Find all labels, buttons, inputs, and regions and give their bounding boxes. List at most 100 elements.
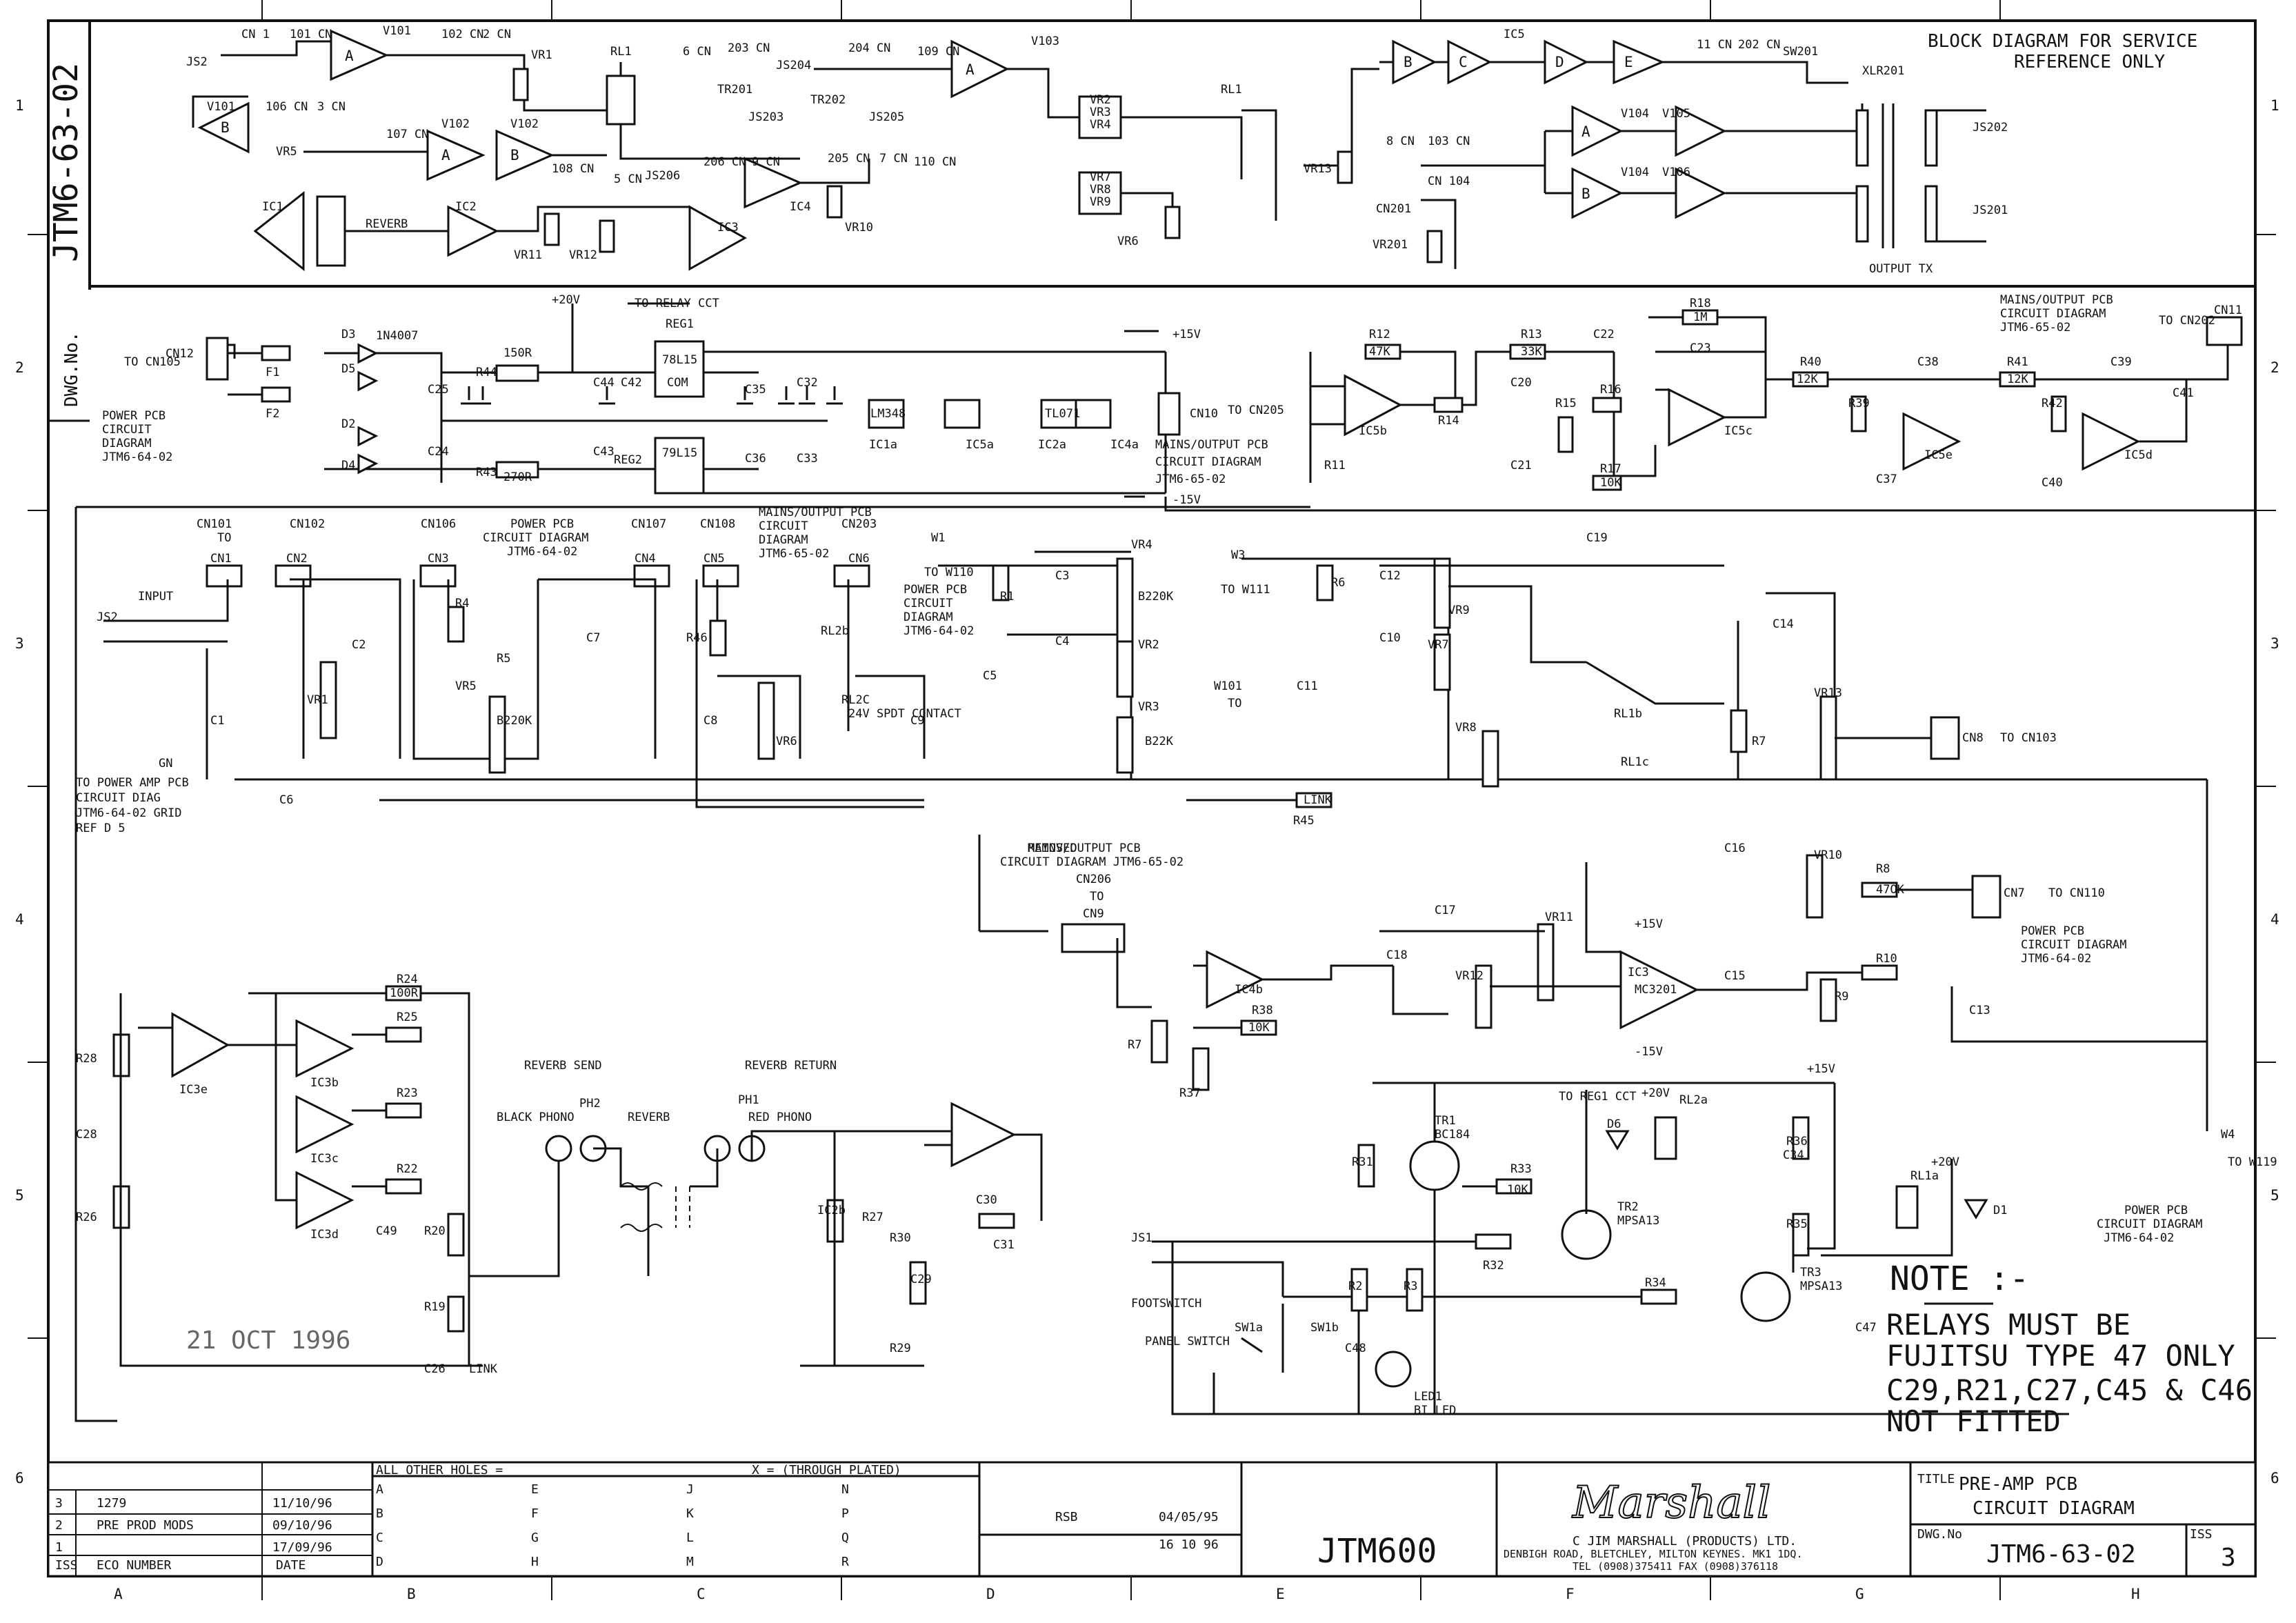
component-label: C24: [428, 445, 449, 459]
component-label: JTM6-65-02: [759, 547, 829, 561]
component-label: C8: [703, 714, 717, 728]
component-label: LINK: [1304, 793, 1332, 807]
vr2-pot: [1116, 640, 1134, 698]
component-label: VR8: [1455, 721, 1477, 735]
component-label: C13: [1969, 1004, 1990, 1017]
component-label: R8: [1876, 862, 1890, 876]
component-label: TO CN205: [1228, 404, 1284, 417]
grid-row-label: 5: [15, 1187, 24, 1204]
component-label: VR7: [1428, 638, 1449, 652]
component-label: IC3c: [310, 1152, 339, 1166]
grid-ticks: [28, 0, 2276, 1600]
component-label: C5: [983, 669, 997, 683]
through-header: X = (THROUGH PLATED): [752, 1463, 901, 1477]
component-label: 12K: [2007, 372, 2028, 386]
d6-diode: [1605, 1130, 1630, 1151]
component-label: C19: [1586, 531, 1608, 545]
component-label: CIRCUIT DIAG: [76, 791, 161, 805]
component-label: 102 CN: [441, 28, 483, 41]
component-label: POWER PCB: [102, 409, 166, 423]
component-label: C33: [797, 452, 818, 466]
component-label: VR6: [776, 735, 797, 748]
component-label: JS203: [748, 110, 783, 124]
component-label: JS206: [645, 169, 680, 183]
block-title-2: REFERENCE ONLY: [2014, 52, 2165, 72]
component-label: IC2a: [1038, 438, 1066, 452]
component-label: W101: [1214, 679, 1242, 693]
component-label: BI LED: [1414, 1404, 1456, 1417]
svg-text:B: B: [221, 119, 230, 136]
component-label: R3: [1404, 1280, 1417, 1293]
component-label: +15V: [1807, 1062, 1835, 1076]
component-label: CN201: [1376, 202, 1411, 216]
component-label: VR12: [569, 248, 597, 262]
component-label: JS201: [1973, 203, 2008, 217]
r25-resistor: [385, 1026, 422, 1043]
component-label: V101: [207, 100, 235, 114]
r44-resistor: [495, 364, 539, 382]
r12-resistor: [1364, 343, 1401, 360]
component-label: C34: [1783, 1148, 1804, 1162]
r37-resistor: [1192, 1047, 1210, 1091]
component-label: INPUT: [138, 590, 173, 604]
component-label: POWER PCB: [2124, 1204, 2188, 1217]
component-label: R32: [1483, 1259, 1504, 1273]
component-label: VR1: [531, 48, 552, 62]
component-label: IC5: [1504, 28, 1525, 41]
r23-resistor: [385, 1102, 422, 1119]
grid-row-label-right: 4: [2270, 911, 2279, 928]
ph2-jack: [545, 1135, 572, 1162]
vr10-pot: [1806, 854, 1824, 919]
component-label: TO CN202: [2159, 314, 2215, 328]
output-tx-secondary-a: [1924, 109, 1938, 167]
r3-resistor: [1406, 1268, 1424, 1312]
component-label: CN4: [635, 552, 656, 566]
hole-letter: D: [376, 1555, 383, 1569]
hole-letter: A: [376, 1482, 383, 1497]
component-label: VR1: [307, 693, 328, 707]
component-label: 204 CN: [848, 41, 890, 55]
component-label: C17: [1435, 904, 1456, 917]
component-label: JTM6-64-02: [2104, 1231, 2174, 1245]
r42-resistor: [2050, 395, 2067, 432]
component-label: JS1: [1131, 1231, 1152, 1245]
component-label: 47OK: [1876, 883, 1905, 897]
component-label: +20V: [1641, 1086, 1670, 1100]
component-label: CIRCUIT: [904, 597, 953, 610]
r14-resistor: [1433, 397, 1464, 413]
component-label: RL2b: [821, 624, 849, 638]
component-label: IC5e: [1924, 448, 1953, 462]
svg-text:C: C: [1459, 54, 1468, 70]
r36-resistor: [1792, 1116, 1810, 1160]
revision-iss: 1: [55, 1540, 63, 1555]
hole-letter: P: [841, 1506, 849, 1521]
component-label: TO: [1090, 890, 1104, 904]
component-label: IC5d: [2124, 448, 2153, 462]
component-label: D1: [1993, 1204, 2007, 1217]
svg-text:D: D: [1555, 54, 1564, 70]
component-label: CN9: [1083, 907, 1104, 921]
fuse-f2: [261, 386, 291, 403]
r6-resistor: [1316, 564, 1334, 601]
component-label: D5: [341, 362, 355, 376]
component-label: 10K: [1600, 476, 1621, 490]
component-label: CIRCUIT DIAGRAM JTM6-65-02: [1000, 855, 1184, 869]
component-label: C20: [1510, 376, 1532, 390]
component-label: REG1: [666, 317, 694, 331]
tr2-transistor: [1561, 1209, 1612, 1260]
grid-row-label: 4: [15, 911, 24, 928]
reverb-spring-coil-b: [620, 1224, 663, 1232]
component-label: B220K: [497, 714, 532, 728]
component-label: VR2: [1138, 638, 1159, 652]
marshall-logo: Marshall: [1572, 1477, 1770, 1529]
component-label: R12: [1369, 328, 1390, 341]
component-label: DIAGRAM: [102, 437, 152, 450]
component-label: DIAGRAM: [904, 610, 953, 624]
component-label: IC5c: [1724, 424, 1753, 438]
iss-value: 3: [2221, 1544, 2236, 1572]
component-label: C18: [1386, 948, 1408, 962]
component-label: CN6: [848, 552, 870, 566]
